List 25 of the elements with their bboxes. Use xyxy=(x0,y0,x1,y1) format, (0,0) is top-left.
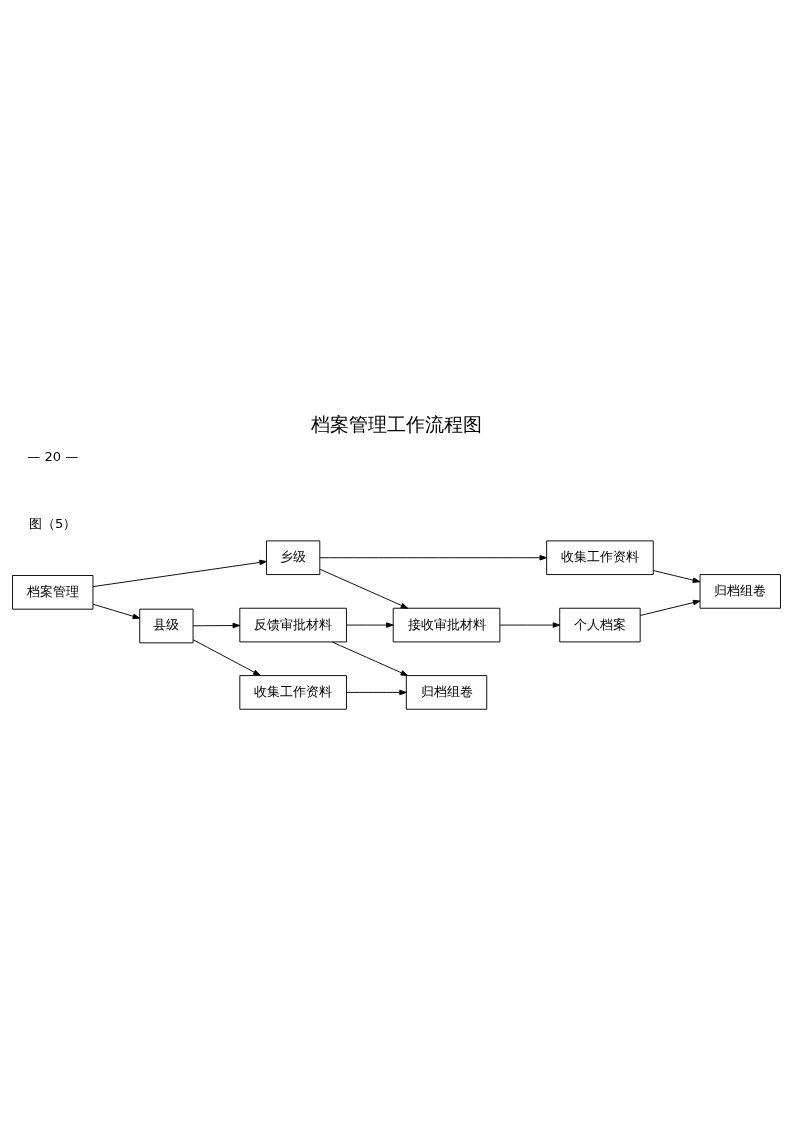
node-box: 接收审批材料 xyxy=(392,607,501,643)
arrow xyxy=(92,603,141,619)
node-box: 县级 xyxy=(139,608,194,644)
label: — 20 — xyxy=(27,449,79,465)
arrow xyxy=(192,639,261,676)
arrow xyxy=(346,622,394,628)
node-box: 收集工作资料 xyxy=(546,540,654,576)
arrow xyxy=(192,622,241,629)
arrow xyxy=(346,689,407,696)
node-box: 档案管理 xyxy=(12,575,94,610)
node-box: 归档组卷 xyxy=(405,675,488,710)
node-box: 收集工作资料 xyxy=(239,675,347,710)
label: 图（5） xyxy=(29,516,77,532)
node-box: 乡级 xyxy=(266,540,321,576)
node-box: 反馈审批材料 xyxy=(239,607,347,643)
arrow xyxy=(319,554,547,561)
arrow xyxy=(653,570,701,583)
arrow xyxy=(319,568,409,609)
node-box: 个人档案 xyxy=(559,607,641,643)
arrow xyxy=(639,599,701,616)
node-box: 归档组卷 xyxy=(699,574,781,609)
diagram-title: 档案管理工作流程图 xyxy=(311,414,482,436)
arrow xyxy=(331,641,409,676)
arrow xyxy=(92,559,267,588)
arrow xyxy=(499,622,561,628)
